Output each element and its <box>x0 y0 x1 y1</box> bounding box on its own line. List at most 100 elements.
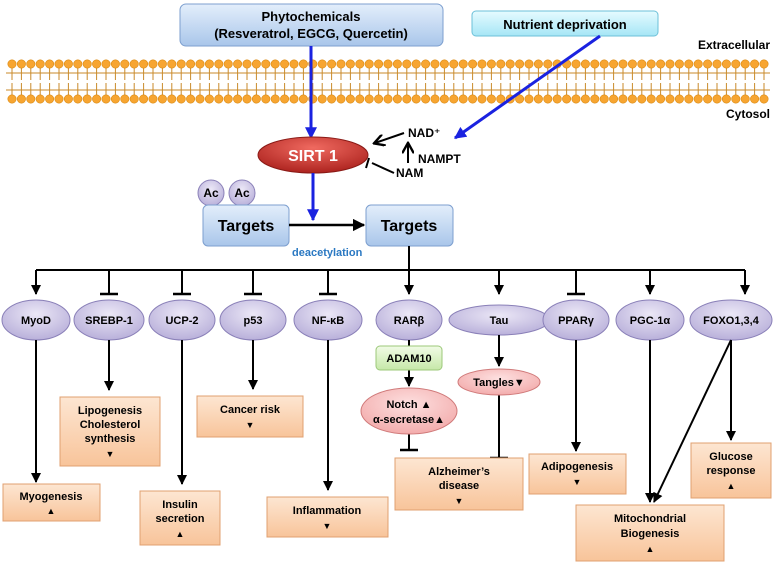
adipogenesis-label: Adipogenesis <box>541 461 613 473</box>
membrane-head-inner-23 <box>223 94 233 104</box>
tangles-label: Tangles▼ <box>473 377 525 389</box>
membrane-head-inner-50 <box>477 94 487 104</box>
glucose-arrow-icon: ▲ <box>727 481 736 491</box>
membrane-head-outer-37 <box>355 59 365 69</box>
acetyl-label-1: Ac <box>203 186 219 200</box>
notch-label: Notch ▲ <box>386 399 431 411</box>
foxo-label: FOXO1,3,4 <box>703 315 760 327</box>
membrane-head-inner-79 <box>750 94 760 104</box>
membrane-head-inner-35 <box>336 94 346 104</box>
lipogenesis-line3: synthesis <box>85 433 136 445</box>
insulin-arrow-icon: ▲ <box>176 529 185 539</box>
membrane-head-outer-9 <box>92 59 102 69</box>
membrane-head-inner-30 <box>289 94 299 104</box>
membrane-head-outer-60 <box>571 59 581 69</box>
membrane-head-outer-69 <box>656 59 666 69</box>
insulin-line2: secretion <box>156 513 205 525</box>
p53-label: p53 <box>244 315 263 327</box>
membrane-head-inner-77 <box>731 94 741 104</box>
membrane-head-inner-7 <box>73 94 83 104</box>
nam-inhibition-bar <box>365 157 370 169</box>
membrane-head-inner-33 <box>317 94 327 104</box>
rarb-label: RARβ <box>394 315 425 327</box>
membrane-head-outer-4 <box>45 59 55 69</box>
membrane-head-inner-19 <box>186 94 196 104</box>
membrane-head-outer-64 <box>609 59 619 69</box>
membrane-head-outer-80 <box>759 59 769 69</box>
membrane-head-outer-45 <box>430 59 440 69</box>
membrane-head-outer-11 <box>110 59 120 69</box>
membrane-head-outer-55 <box>524 59 534 69</box>
membrane-head-outer-70 <box>665 59 675 69</box>
membrane-head-outer-44 <box>421 59 431 69</box>
membrane-head-outer-22 <box>214 59 224 69</box>
nam-inhibition-line <box>371 162 395 174</box>
membrane-head-outer-62 <box>590 59 600 69</box>
alzheimers-arrow-icon: ▼ <box>455 496 464 506</box>
membrane-head-outer-25 <box>242 59 252 69</box>
adipogenesis-arrow-icon: ▼ <box>573 477 582 487</box>
membrane-head-outer-35 <box>336 59 346 69</box>
lipogenesis-arrow-icon: ▼ <box>106 449 115 459</box>
glucose-response-box <box>690 442 772 499</box>
ucp2-label: UCP-2 <box>165 315 198 327</box>
membrane-head-inner-29 <box>280 94 290 104</box>
nampt-label: NAMPT <box>418 152 461 166</box>
cancer-risk-box <box>196 395 304 438</box>
membrane-head-outer-3 <box>35 59 45 69</box>
membrane-head-outer-7 <box>73 59 83 69</box>
membrane-head-inner-26 <box>251 94 261 104</box>
membrane-head-outer-20 <box>195 59 205 69</box>
membrane-head-outer-8 <box>82 59 92 69</box>
membrane-head-inner-75 <box>712 94 722 104</box>
alzheimers-box <box>394 457 524 511</box>
membrane-head-outer-36 <box>345 59 355 69</box>
notch-secretase-node <box>360 387 458 435</box>
membrane-head-outer-43 <box>411 59 421 69</box>
membrane-head-outer-42 <box>402 59 412 69</box>
membrane-head-outer-63 <box>599 59 609 69</box>
membrane-head-outer-19 <box>186 59 196 69</box>
membrane-head-outer-21 <box>204 59 214 69</box>
membrane-head-inner-74 <box>703 94 713 104</box>
membrane-head-outer-72 <box>684 59 694 69</box>
membrane-head-inner-34 <box>327 94 337 104</box>
membrane-head-outer-50 <box>477 59 487 69</box>
membrane-head-inner-25 <box>242 94 252 104</box>
membrane-head-inner-78 <box>740 94 750 104</box>
mitochondrial-biogenesis-box <box>575 504 725 562</box>
membrane-head-outer-46 <box>439 59 449 69</box>
membrane-head-outer-10 <box>101 59 111 69</box>
membrane-head-inner-46 <box>439 94 449 104</box>
glucose-line1: Glucose <box>709 451 752 463</box>
membrane-head-inner-2 <box>26 94 36 104</box>
membrane-head-inner-48 <box>458 94 468 104</box>
adam10-box <box>375 345 443 371</box>
mitochondrial-line1: Mitochondrial <box>614 513 686 525</box>
membrane-head-outer-66 <box>627 59 637 69</box>
mitochondrial-line2: Biogenesis <box>621 528 680 540</box>
pparg-label: PPARγ <box>558 315 595 327</box>
membrane-head-outer-30 <box>289 59 299 69</box>
pgc1a-label: PGC-1α <box>630 315 671 327</box>
inflammation-box <box>266 496 389 538</box>
membrane-head-inner-40 <box>383 94 393 104</box>
membrane-head-inner-0 <box>7 94 17 104</box>
membrane-head-inner-1 <box>16 94 26 104</box>
membrane-head-outer-14 <box>139 59 149 69</box>
membrane-head-outer-2 <box>26 59 36 69</box>
membrane-head-outer-67 <box>637 59 647 69</box>
nutrient-to-nampt-arrow <box>454 34 601 140</box>
membrane-head-inner-5 <box>54 94 64 104</box>
membrane-head-outer-71 <box>674 59 684 69</box>
membrane-head-outer-6 <box>63 59 73 69</box>
membrane-head-inner-24 <box>233 94 243 104</box>
membrane-head-outer-68 <box>646 59 656 69</box>
membrane-head-inner-10 <box>101 94 111 104</box>
membrane-head-outer-12 <box>120 59 130 69</box>
membrane-head-inner-4 <box>45 94 55 104</box>
membrane-head-inner-65 <box>618 94 628 104</box>
membrane-head-outer-31 <box>298 59 308 69</box>
membrane-head-outer-27 <box>261 59 271 69</box>
membrane-head-inner-44 <box>421 94 431 104</box>
